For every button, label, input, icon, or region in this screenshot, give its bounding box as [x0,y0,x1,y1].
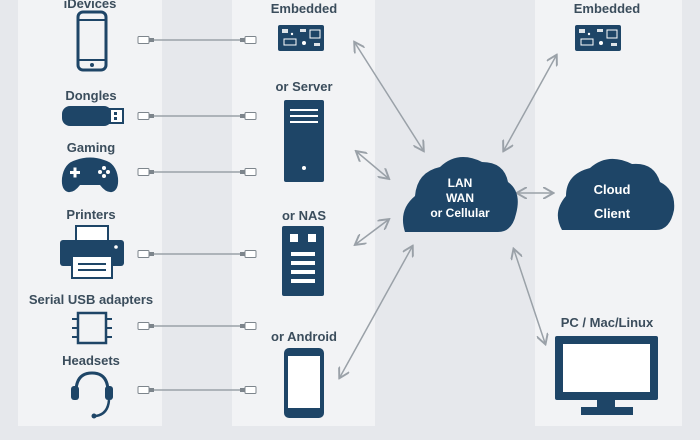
remote-embedded-board-icon [574,24,622,52]
usb-dongle-icon [62,106,124,126]
label-remote-embedded: Embedded [573,1,641,16]
cloud-client-icon [557,158,675,230]
network-line-2: WAN [446,191,474,205]
cloud-client-line-2: Client [593,206,631,221]
network-line-3: or Cellular [430,206,490,220]
label-embedded: Embedded [270,1,338,16]
pc-monitor-icon [555,336,658,415]
embedded-board-icon [277,24,325,52]
arrow-embedded-network [355,43,423,150]
label-pc-mac-linux: PC / Mac/Linux [560,315,654,330]
label-or-server: or Server [275,79,333,94]
usb-cable-printers [137,250,257,258]
usb-cable-headsets [137,386,257,394]
arrow-nas-network [356,220,388,244]
label-printers: Printers [66,207,116,222]
network-cloud-icon [402,157,518,232]
headset-icon [71,371,113,419]
label-or-android: or Android [271,329,337,344]
usb-cable-dongles [137,112,257,120]
label-headsets: Headsets [62,353,120,368]
server-icon [284,100,324,182]
usb-cable-idevices [137,36,257,44]
arrow-android-network [340,247,412,377]
label-idevices: iDevices [63,0,117,11]
arrow-network-remote-embedded [504,56,556,150]
gamepad-icon [61,157,119,193]
network-cloud-label: LAN WAN or Cellular [420,176,500,221]
label-dongles: Dongles [65,88,117,103]
label-or-nas: or NAS [281,208,327,223]
cloud-client-line-1: Cloud [593,182,631,197]
label-gaming: Gaming [66,140,116,155]
cloud-client-label: Cloud Client [572,178,652,226]
network-line-1: LAN [447,176,473,190]
usb-cable-serial [137,322,257,330]
nas-icon [282,226,324,296]
android-phone-icon [284,348,324,418]
printer-icon [60,225,124,279]
usb-cable-gaming [137,168,257,176]
arrow-network-pc [514,250,545,343]
iphone-icon [76,10,108,72]
serial-chip-icon [72,311,112,345]
arrow-server-network [357,152,388,178]
label-serial-usb-adapters: Serial USB adapters [28,292,154,307]
